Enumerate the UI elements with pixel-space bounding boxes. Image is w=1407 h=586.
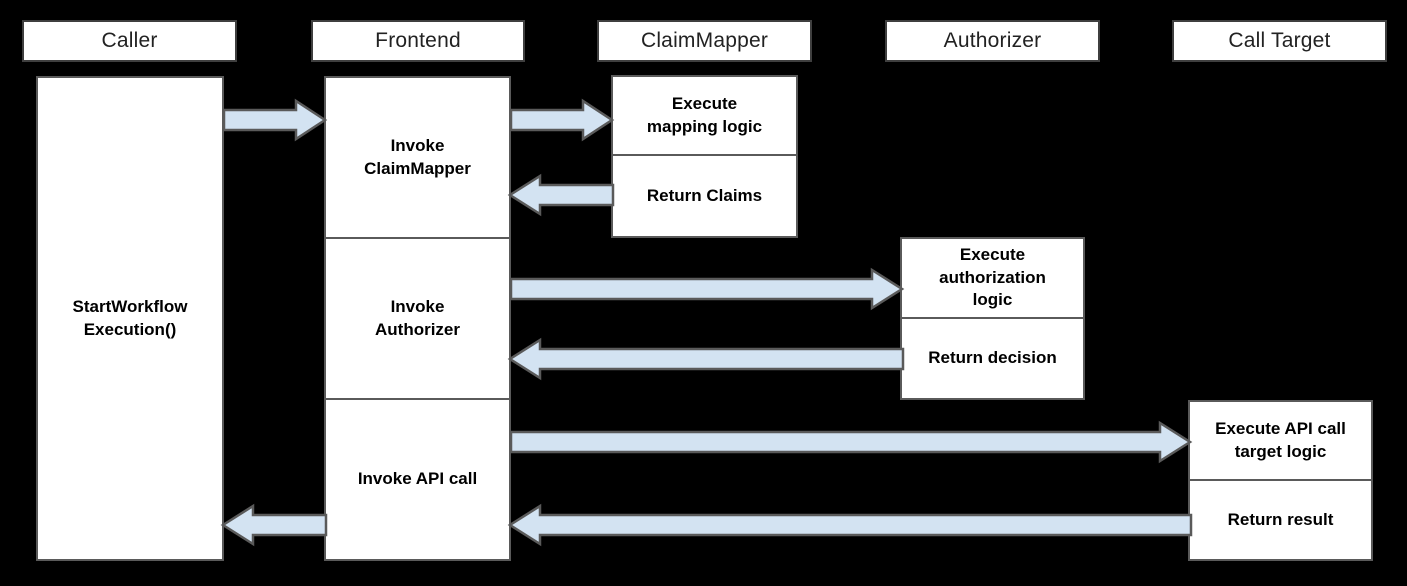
message-arrow-authorizer-to-frontend[interactable] [507,337,905,381]
message-arrow-calltarget-to-frontend[interactable] [507,503,1193,547]
activation-authorizer-return-decision[interactable]: Return decision [900,318,1085,400]
message-arrow-frontend-to-caller[interactable] [220,503,328,547]
message-arrow-frontend-to-calltarget[interactable] [509,420,1193,464]
activation-frontend-invoke-api-call[interactable]: Invoke API call [324,399,511,561]
participant-header-claimmapper[interactable]: ClaimMapper [597,20,812,62]
activation-label: Invoke API call [357,469,478,489]
participant-header-caller[interactable]: Caller [22,20,237,62]
participant-header-label: ClaimMapper [640,29,769,52]
participant-header-authorizer[interactable]: Authorizer [885,20,1100,62]
participant-header-label: Authorizer [943,29,1042,52]
participant-header-label: Caller [101,29,158,52]
message-arrow-frontend-to-authorizer[interactable] [509,267,905,311]
participant-header-label: Call Target [1228,29,1331,52]
message-arrow-claimmapper-to-frontend[interactable] [507,173,615,217]
message-arrow-frontend-to-claimmapper[interactable] [509,98,615,142]
activation-label: Return decision [928,348,1057,368]
activation-label: Return result [1227,509,1334,529]
activation-calltarget-return-result[interactable]: Return result [1188,480,1373,561]
participant-header-frontend[interactable]: Frontend [311,20,525,62]
activation-claimmapper-return-claims[interactable]: Return Claims [611,155,798,238]
participant-header-calltarget[interactable]: Call Target [1172,20,1387,62]
message-arrow-caller-to-frontend[interactable] [222,98,328,142]
participant-header-label: Frontend [375,29,461,52]
activation-label: Return Claims [646,185,763,205]
